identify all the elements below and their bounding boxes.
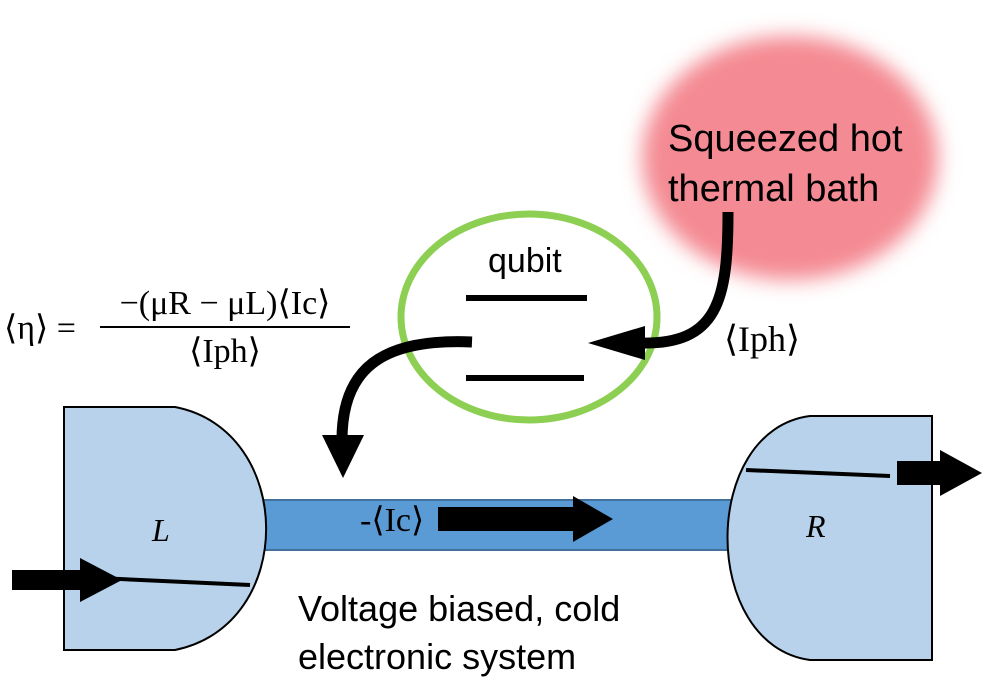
bath-label-line2: thermal bath [668, 168, 880, 210]
efficiency-fraction: −(μR − μL)⟨Ic⟩ ⟨Iph⟩ [100, 284, 350, 372]
output-arrow [897, 450, 982, 496]
hot-bath-cloud [642, 36, 938, 280]
energy-transfer-arrow [322, 336, 473, 478]
charge-current-label: -⟨Ic⟩ [360, 502, 425, 539]
bath-label-line1: Squeezed hot [668, 118, 903, 160]
left-reservoir-label: L [152, 512, 170, 548]
qubit-label: qubit [488, 242, 562, 280]
efficiency-denominator: ⟨Iph⟩ [189, 333, 261, 370]
right-reservoir [726, 415, 933, 661]
input-arrow [12, 558, 122, 602]
left-fermi-line [97, 576, 251, 587]
qubit-ring [397, 210, 661, 424]
right-reservoir-label: R [806, 508, 826, 544]
left-reservoir [63, 406, 268, 651]
efficiency-numerator: −(μR − μL)⟨Ic⟩ [119, 285, 331, 322]
system-label-line2: electronic system [298, 636, 577, 677]
fraction-bar [100, 326, 350, 328]
photon-current-arrow [588, 211, 734, 360]
system-label-line1: Voltage biased, cold [298, 588, 621, 629]
photon-current-label: ⟨Iph⟩ [724, 319, 801, 359]
efficiency-lhs: ⟨η⟩ = [4, 310, 76, 347]
charge-current-arrow [438, 496, 613, 542]
right-fermi-line [745, 468, 891, 478]
